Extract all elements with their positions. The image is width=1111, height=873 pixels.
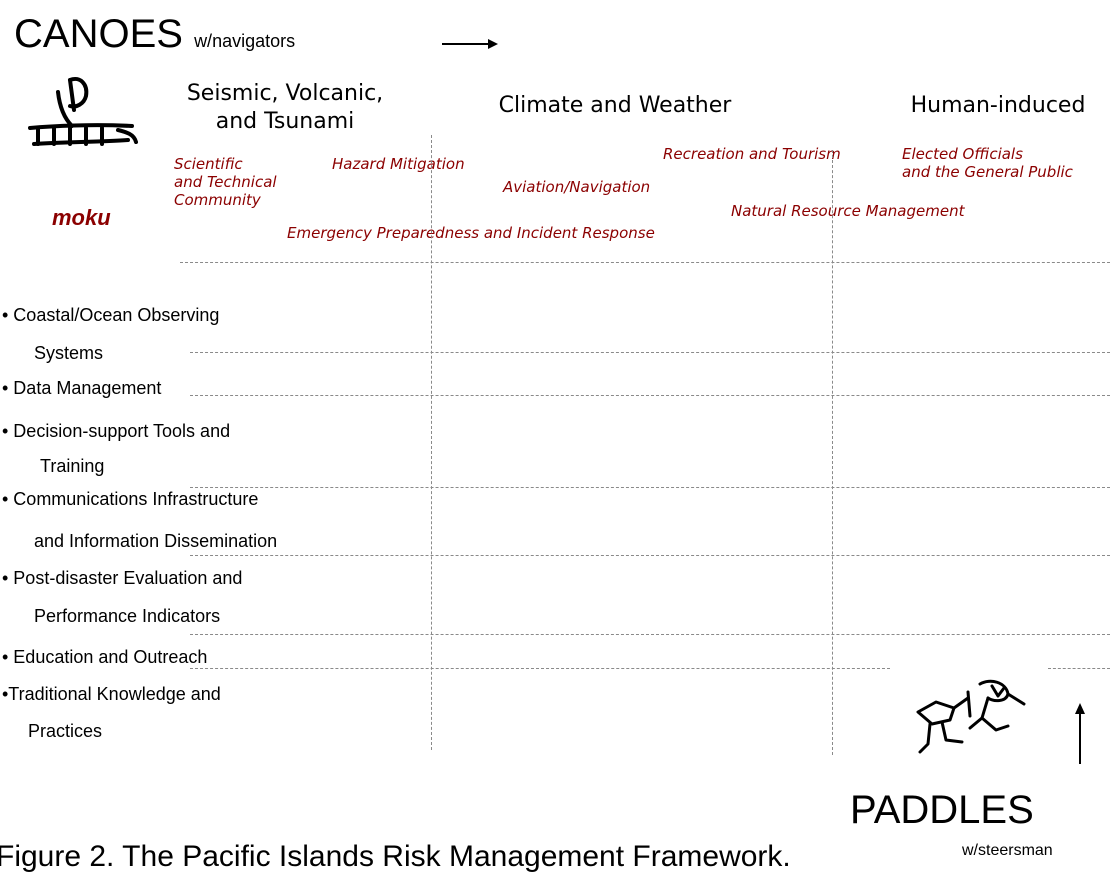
canoe-petroglyph-icon (28, 77, 138, 146)
row-label-data-management: • Data Management (2, 378, 162, 398)
row-label-observing: • Coastal/Ocean Observing Systems (2, 304, 219, 364)
canoes-title-text: CANOES (14, 12, 183, 56)
grid-column-divider (832, 150, 833, 755)
grid-line-row (190, 487, 1110, 488)
column-header-line: Seismic, Volcanic, (186, 81, 384, 106)
row-label-decision-support: • Decision-support Tools and Training (2, 420, 230, 477)
row-label-line: • Coastal/Ocean Observing (2, 305, 220, 325)
row-label-line: • Decision-support Tools and (2, 421, 231, 441)
column-header-seismic: Seismic, Volcanic, and Tsunami (160, 80, 410, 136)
arrow-up-icon (1075, 703, 1085, 764)
stakeholder-emergency-preparedness: Emergency Preparedness and Incident Resp… (287, 224, 655, 242)
row-label-line: Performance Indicators (34, 606, 221, 626)
grid-line-row (190, 352, 1110, 353)
column-header-line: Human-induced (910, 93, 1086, 118)
paddlers-petroglyph-icon (916, 679, 1026, 754)
stakeholder-line: Scientific (174, 155, 243, 173)
row-label-line: Practices (28, 721, 103, 741)
grid-line-header (180, 262, 1110, 263)
stakeholder-hazard-mitigation: Hazard Mitigation (332, 155, 465, 173)
stakeholder-aviation: Aviation/Navigation (503, 178, 651, 196)
row-label-line: • Post-disaster Evaluation and (2, 568, 243, 588)
row-label-communications: • Communications Infrastructure and Info… (2, 488, 277, 552)
arrow-right-icon (442, 39, 498, 49)
row-label-line: • Communications Infrastructure (2, 489, 259, 509)
paddles-subtitle: w/steersman (962, 842, 1053, 859)
column-header-human: Human-induced (888, 92, 1108, 120)
grid-line-row (190, 395, 1110, 396)
row-label-traditional-knowledge: •Traditional Knowledge and Practices (2, 683, 221, 742)
row-label-line: and Information Dissemination (34, 531, 278, 551)
column-header-climate: Climate and Weather (470, 92, 760, 120)
column-header-line: and Tsunami (215, 109, 355, 134)
stakeholder-recreation: Recreation and Tourism (663, 145, 841, 163)
stakeholder-line: Elected Officials (902, 145, 1023, 163)
column-header-line: Climate and Weather (498, 93, 732, 118)
canoes-title: CANOES w/navigators (14, 14, 295, 54)
row-label-education: • Education and Outreach (2, 647, 208, 667)
grid-line-row (190, 634, 1110, 635)
canoes-subtitle: w/navigators (194, 31, 296, 51)
stakeholder-line: Community (174, 191, 261, 209)
stakeholder-elected-officials: Elected Officials and the General Public (902, 145, 1073, 181)
row-label-post-disaster: • Post-disaster Evaluation and Performan… (2, 567, 242, 627)
row-label-line: Training (40, 456, 105, 476)
grid-line-row (190, 555, 1110, 556)
stakeholder-natural-resource: Natural Resource Management (731, 202, 965, 220)
row-label-line: Systems (34, 343, 104, 363)
stakeholder-line: and Technical (174, 173, 277, 191)
grid-column-divider (431, 135, 432, 750)
paddles-title: PADDLES (850, 788, 1034, 832)
stakeholder-line: and the General Public (902, 163, 1073, 181)
row-label-line: •Traditional Knowledge and (2, 684, 221, 704)
moku-label: moku (52, 205, 111, 230)
grid-line-row (1048, 668, 1110, 669)
grid-line-row (190, 668, 890, 669)
stakeholder-scientific: Scientific and Technical Community (174, 155, 277, 209)
figure-caption: Figure 2. The Pacific Islands Risk Manag… (0, 840, 791, 873)
